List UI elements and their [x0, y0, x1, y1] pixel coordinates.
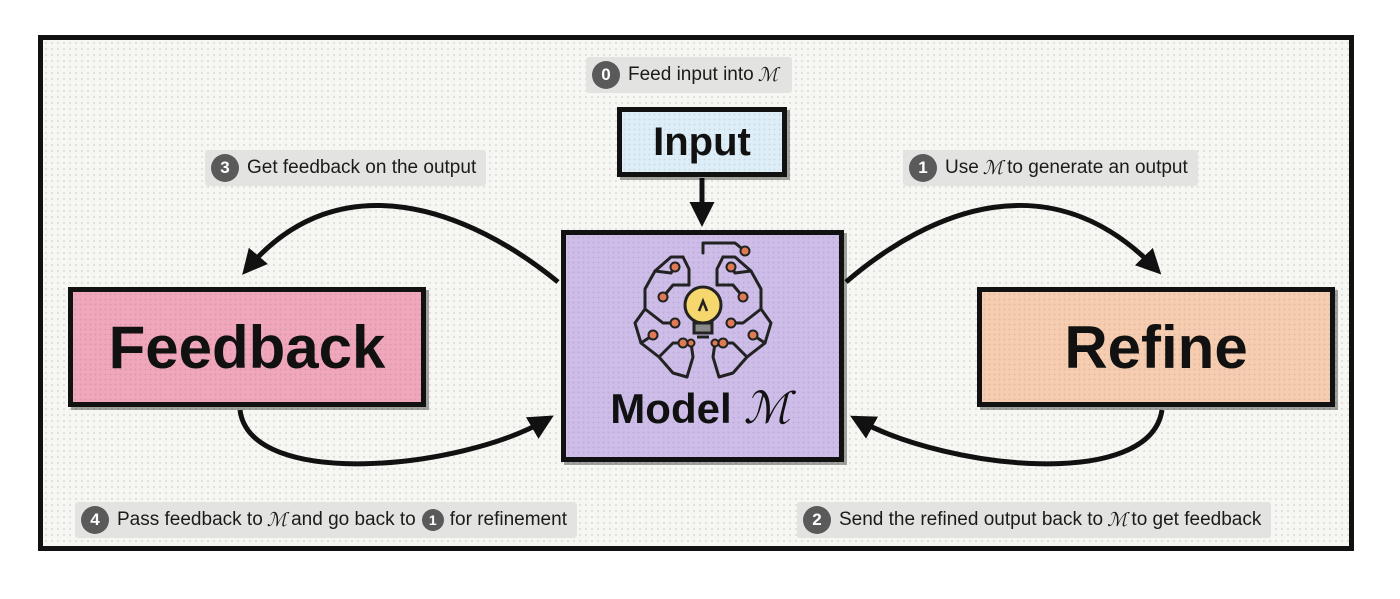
- input-box: Input: [617, 107, 787, 177]
- step-text: Use: [945, 157, 979, 178]
- step-text: to get feedback: [1131, 509, 1262, 530]
- arrow-model-to-refine: [844, 203, 1162, 284]
- step-number: 3: [211, 154, 239, 182]
- arrow-model-to-feedback: [242, 203, 560, 284]
- model-box: Model ℳ: [561, 230, 844, 462]
- step-3-label: 3 Get feedback on the output: [205, 150, 487, 186]
- model-label: Model: [610, 385, 732, 432]
- step-number: 4: [81, 506, 109, 534]
- step-0-label: 0 Feed input into ℳ: [586, 57, 793, 93]
- model-symbol: ℳ: [743, 383, 791, 434]
- refine-label: Refine: [1064, 313, 1248, 381]
- arrow-refine-to-model: [850, 409, 1165, 467]
- brain-circuit-lightbulb-icon: [633, 241, 772, 379]
- step-1-label: 1 Use ℳ to generate an output: [903, 150, 1198, 186]
- feedback-box: Feedback: [68, 287, 426, 407]
- arrow-feedback-to-model: [237, 409, 554, 467]
- step-reference: 1: [421, 509, 444, 531]
- step-number: 1: [909, 154, 937, 182]
- step-text: Get feedback on the output: [247, 157, 477, 178]
- model-symbol: ℳ: [1107, 509, 1128, 531]
- model-symbol: ℳ: [982, 157, 1004, 179]
- step-text: Send the refined output back to: [839, 509, 1104, 530]
- step-number: 2: [803, 506, 831, 534]
- step-text: for refinement: [449, 509, 567, 530]
- step-text: to generate an output: [1007, 157, 1188, 178]
- step-text: Pass feedback to: [117, 509, 263, 530]
- refine-box: Refine: [977, 287, 1335, 407]
- step-text: Feed input into: [628, 64, 754, 85]
- feedback-label: Feedback: [108, 313, 386, 381]
- step-2-label: 2 Send the refined output back to ℳ to g…: [797, 502, 1272, 538]
- input-label: Input: [653, 119, 751, 164]
- model-symbol: ℳ: [757, 64, 779, 86]
- step-text: and go back to: [291, 509, 416, 530]
- step-number: 0: [592, 61, 620, 89]
- step-4-label: 4 Pass feedback to ℳ and go back to 1 fo…: [75, 502, 577, 538]
- model-title: Model ℳ: [610, 383, 794, 434]
- model-symbol: ℳ: [266, 509, 288, 531]
